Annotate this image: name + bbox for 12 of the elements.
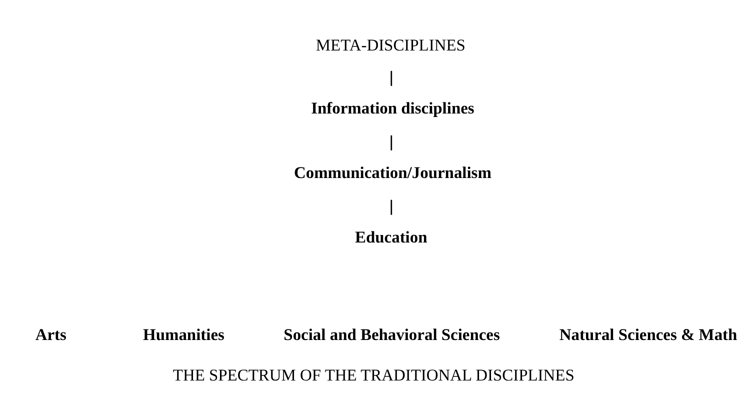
connector bbox=[390, 135, 392, 150]
connector bbox=[390, 70, 392, 86]
node-text: Communication/Journalism bbox=[294, 163, 492, 182]
node-text: Information disciplines bbox=[311, 98, 474, 118]
node-text: META-DISCIPLINES bbox=[316, 35, 466, 54]
label: Arts bbox=[35, 324, 66, 344]
connector bbox=[390, 200, 392, 215]
label: Social and Behavioral Sciences bbox=[284, 324, 500, 344]
label: Humanities bbox=[143, 324, 224, 344]
label: Natural Sciences & Math bbox=[559, 324, 738, 344]
caption: THE SPECTRUM OF THE TRADITIONAL DISCIPLINES bbox=[172, 365, 574, 384]
node-text: Education bbox=[355, 227, 428, 246]
